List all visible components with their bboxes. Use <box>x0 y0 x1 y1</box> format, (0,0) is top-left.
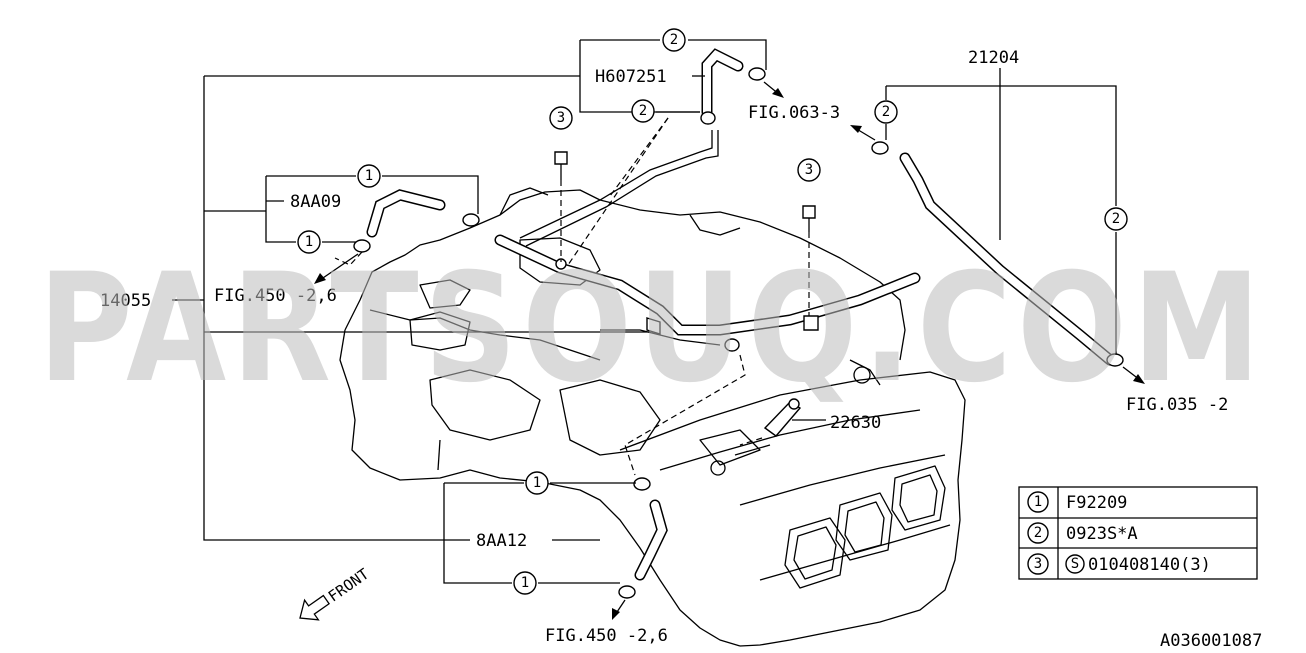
callout-2-top: 2 <box>662 28 686 52</box>
callout-1-8aa09-top: 1 <box>357 164 381 188</box>
front-arrow: FRONT <box>299 565 372 621</box>
callout-1-8aa12-top: 1 <box>525 471 549 495</box>
svg-text:1: 1 <box>521 575 529 591</box>
label-fig450-bottom: FIG.450 -2,6 <box>545 626 668 646</box>
label-h607251: H607251 <box>595 67 667 87</box>
svg-text:3: 3 <box>805 162 813 178</box>
label-8aa09: 8AA09 <box>290 192 341 212</box>
label-fig450-top: FIG.450 -2,6 <box>214 286 337 306</box>
svg-text:2: 2 <box>882 104 890 120</box>
legend-row-3: 3 S 010408140(3) <box>1027 553 1211 575</box>
legend-row-1: 1 F92209 <box>1027 491 1127 513</box>
hoses <box>366 48 1116 581</box>
callout-3-left-bolt: 3 <box>549 106 573 130</box>
svg-text:2: 2 <box>670 32 678 48</box>
legend-row-2-part: 0923S*A <box>1066 524 1138 544</box>
front-label: FRONT <box>325 565 372 606</box>
legend-row-1-part: F92209 <box>1066 493 1127 513</box>
svg-text:1: 1 <box>305 234 313 250</box>
part-labels: H607251 21204 FIG.063-3 8AA09 14055 FIG.… <box>100 48 1262 651</box>
legend-table: 1 F92209 2 0923S*A 3 S 010408140(3) <box>1018 486 1258 580</box>
legend-row-3-prefix: S <box>1071 556 1079 572</box>
leader-lines <box>172 39 1117 584</box>
callout-2-21204-top: 2 <box>874 100 898 124</box>
label-fig035: FIG.035 -2 <box>1126 395 1228 415</box>
dashed-leaders <box>334 117 810 476</box>
clamps <box>353 67 1124 599</box>
callout-3-right-bolt: 3 <box>797 158 821 182</box>
label-22630: 22630 <box>830 413 881 433</box>
arrows <box>314 81 1145 620</box>
engine-drawing <box>339 187 966 647</box>
callout-1-8aa12-bottom: 1 <box>513 571 537 595</box>
legend-row-3-num: 3 <box>1034 556 1042 572</box>
legend-row-2: 2 0923S*A <box>1027 522 1138 544</box>
label-fig063: FIG.063-3 <box>748 103 840 123</box>
svg-text:1: 1 <box>365 168 373 184</box>
label-21204: 21204 <box>968 48 1019 68</box>
svg-text:2: 2 <box>639 103 647 119</box>
watermark-text: PARTSOUQ.COM <box>38 242 1266 416</box>
callout-2-21204-right: 2 <box>1104 207 1128 231</box>
svg-text:3: 3 <box>557 110 565 126</box>
legend-row-2-num: 2 <box>1034 525 1042 541</box>
diagram-code: A036001087 <box>1160 631 1262 651</box>
legend-row-3-part: 010408140(3) <box>1088 555 1211 575</box>
callout-2-h607251: 2 <box>631 99 655 123</box>
svg-text:1: 1 <box>533 475 541 491</box>
callouts: 2 2 3 3 1 1 2 2 <box>297 28 1128 595</box>
label-14055: 14055 <box>100 291 151 311</box>
callout-1-8aa09-bottom: 1 <box>297 230 321 254</box>
svg-text:2: 2 <box>1112 211 1120 227</box>
label-8aa12: 8AA12 <box>476 531 527 551</box>
legend-row-1-num: 1 <box>1034 494 1042 510</box>
